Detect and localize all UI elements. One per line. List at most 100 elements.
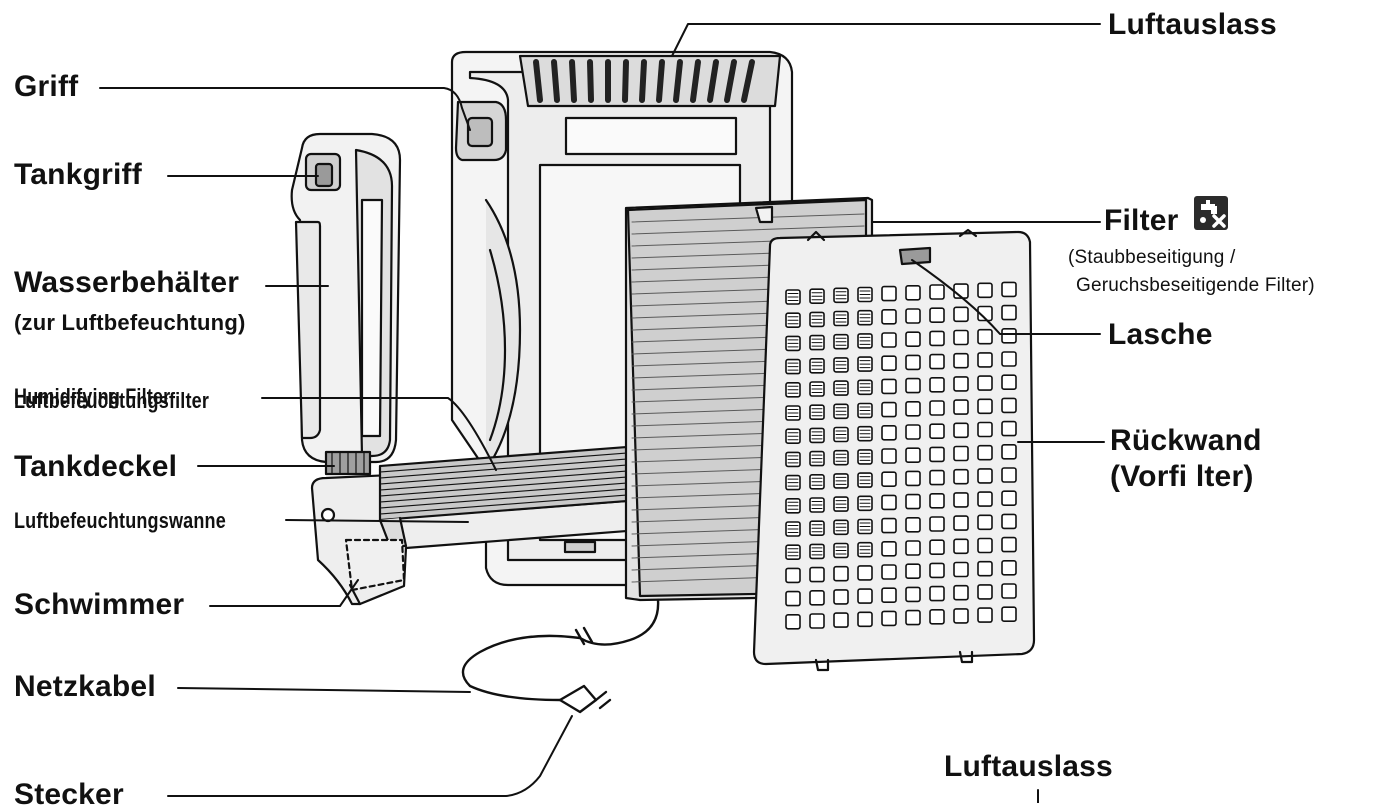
prefilter-opening (953, 515, 969, 531)
prefilter-opening (905, 609, 921, 626)
humidifying-tray (310, 444, 642, 606)
label-tankgriff: Tankgriff (14, 158, 142, 191)
label-lasche: Lasche (1108, 318, 1213, 351)
label-luftbefeuchtungswanne: Luftbefeuchtungswanne (14, 508, 226, 533)
prefilter-opening (929, 516, 945, 532)
leader-lines (99, 23, 1105, 803)
label-humidifying-filter-en: Humidifying Filter (14, 384, 171, 409)
prefilter-opening (905, 284, 921, 301)
prefilter-opening (953, 492, 969, 508)
prefilter-opening (1001, 467, 1017, 483)
prefilter-opening (905, 493, 921, 510)
prefilter-opening (977, 468, 993, 484)
prefilter-opening (905, 586, 921, 603)
label-schwimmer: Schwimmer (14, 588, 185, 621)
label-luftauslass-bottom: Luftauslass (944, 750, 1113, 783)
prefilter-opening (977, 560, 993, 577)
prefilter-opening (929, 284, 945, 300)
prefilter-opening (953, 468, 969, 485)
label-luftauslass-top: Luftauslass (1108, 8, 1277, 41)
prefilter-opening (881, 285, 897, 302)
prefilter-opening (1001, 536, 1017, 553)
prefilter-opening (977, 537, 993, 554)
prefilter-opening (977, 421, 993, 438)
prefilter-opening (905, 377, 921, 394)
prefilter-opening (929, 539, 945, 556)
prefilter-opening (905, 447, 921, 464)
label-filter-desc-1: (Staubbeseitigung / (1068, 247, 1236, 268)
prefilter-opening (785, 590, 801, 607)
power-cord (461, 598, 660, 714)
prefilter-opening (929, 307, 945, 324)
prefilter-opening (1001, 304, 1017, 321)
prefilter-opening (905, 354, 921, 371)
prefilter-opening (1001, 374, 1017, 391)
prefilter-opening (1001, 513, 1017, 530)
prefilter-opening (881, 424, 897, 441)
prefilter-opening (833, 589, 849, 605)
prefilter-opening (1001, 420, 1017, 437)
prefilter-opening (977, 607, 993, 623)
prefilter-opening (905, 470, 921, 487)
prefilter-opening (881, 494, 897, 511)
prefilter-opening (929, 562, 945, 579)
prefilter-opening (953, 306, 969, 323)
prefilter-opening (953, 445, 969, 462)
prefilter-opening (881, 540, 897, 557)
prefilter-opening (881, 564, 897, 580)
prefilter-opening (1001, 583, 1017, 599)
prefilter-opening (977, 584, 993, 600)
prefilter-opening (905, 308, 921, 324)
prefilter-opening (977, 352, 993, 368)
prefilter-opening (1001, 351, 1017, 367)
prefilter-opening (929, 469, 945, 486)
prefilter-opening (785, 567, 801, 584)
prefilter-opening (1001, 281, 1017, 298)
prefilter-opening (929, 400, 945, 416)
prefilter-opening (977, 375, 993, 391)
prefilter-opening (809, 613, 825, 629)
prefilter-opening (809, 566, 825, 583)
prefilter-opening (929, 353, 945, 370)
prefilter-opening (857, 565, 873, 581)
prefilter-opening (881, 610, 897, 627)
prefilter-opening (929, 608, 945, 625)
water-tank (290, 132, 402, 476)
prefilter-opening (929, 330, 945, 347)
prefilter-opening (905, 563, 921, 580)
prefilter-opening (977, 398, 993, 415)
prefilter-opening (905, 400, 921, 417)
water-tap-crossed-icon (1194, 196, 1228, 230)
prefilter-opening (953, 561, 969, 578)
prefilter-opening (833, 565, 849, 582)
prefilter-opening (929, 492, 945, 509)
label-stecker: Stecker (14, 778, 124, 811)
prefilter-opening (881, 471, 897, 488)
prefilter-opening (881, 332, 897, 348)
prefilter-opening (905, 424, 921, 440)
label-netzkabel: Netzkabel (14, 670, 156, 703)
prefilter-opening (881, 308, 897, 325)
label-filter: Filter (1104, 204, 1179, 237)
prefilter-opening (953, 584, 969, 601)
prefilter-opening (809, 589, 825, 606)
prefilter-opening (977, 444, 993, 461)
prefilter-opening (1001, 397, 1017, 414)
prefilter-opening (977, 282, 993, 299)
prefilter-opening (905, 331, 921, 348)
prefilter-opening (881, 448, 897, 464)
prefilter-opening (857, 611, 873, 628)
prefilter-opening (953, 422, 969, 439)
prefilter-opening (1001, 443, 1017, 460)
prefilter-opening (881, 401, 897, 418)
prefilter-opening (929, 423, 945, 440)
prefilter-opening (905, 540, 921, 556)
label-rueckwand-1: Rückwand (1110, 424, 1262, 457)
prefilter-opening (881, 355, 897, 372)
prefilter-opening (953, 352, 969, 369)
prefilter-opening (953, 538, 969, 555)
back-panel-prefilter (752, 228, 1036, 672)
prefilter-opening (1001, 606, 1017, 623)
label-humidifying-filter-de: Luftbefeuchtungsfilter (14, 388, 210, 413)
